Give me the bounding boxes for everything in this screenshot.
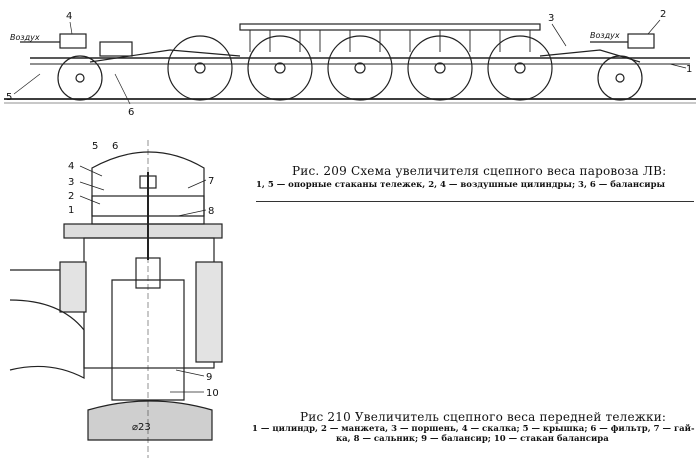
figure-209-caption-title: Рис. 209 Схема увеличителя сцепного веса… xyxy=(292,164,667,178)
label-210-6: 6 xyxy=(112,141,118,152)
label-210-8: 8 xyxy=(208,206,214,217)
label-210-3: 3 xyxy=(68,177,74,188)
caption-divider xyxy=(256,201,694,202)
label-209-2: 2 xyxy=(660,9,666,20)
label-210-5: 5 xyxy=(92,141,98,152)
label-209-3: 3 xyxy=(548,13,554,24)
label-210-2: 2 xyxy=(68,191,74,202)
label-210-9: 9 xyxy=(206,372,212,383)
figure-209-locomotive-diagram: Воздух Воздух 4 5 6 3 2 1 xyxy=(4,9,696,118)
label-210-7: 7 xyxy=(208,176,214,187)
figure-210-caption-line1: 1 — цилиндр, 2 — манжета, 3 — поршень, 4… xyxy=(252,424,695,434)
label-209-4: 4 xyxy=(66,11,72,22)
label-209-5: 5 xyxy=(6,92,12,103)
label-210-10: 10 xyxy=(206,388,219,399)
label-209-1: 1 xyxy=(686,64,692,75)
label-210-dim: ⌀23 xyxy=(132,422,151,433)
air-label-right: Воздух xyxy=(590,31,620,40)
figure-209-caption-text: 1, 5 — опорные стаканы тележек, 2, 4 — в… xyxy=(256,180,666,190)
label-210-1: 1 xyxy=(68,205,74,216)
label-210-4: 4 xyxy=(68,161,74,172)
figure-210-caption-line2: ка, 8 — сальник; 9 — балансир; 10 — стак… xyxy=(336,434,609,444)
figure-210-caption-title: Рис 210 Увеличитель сцепного веса передн… xyxy=(300,410,667,424)
air-label-left: Воздух xyxy=(10,33,40,42)
label-209-6: 6 xyxy=(128,107,134,118)
